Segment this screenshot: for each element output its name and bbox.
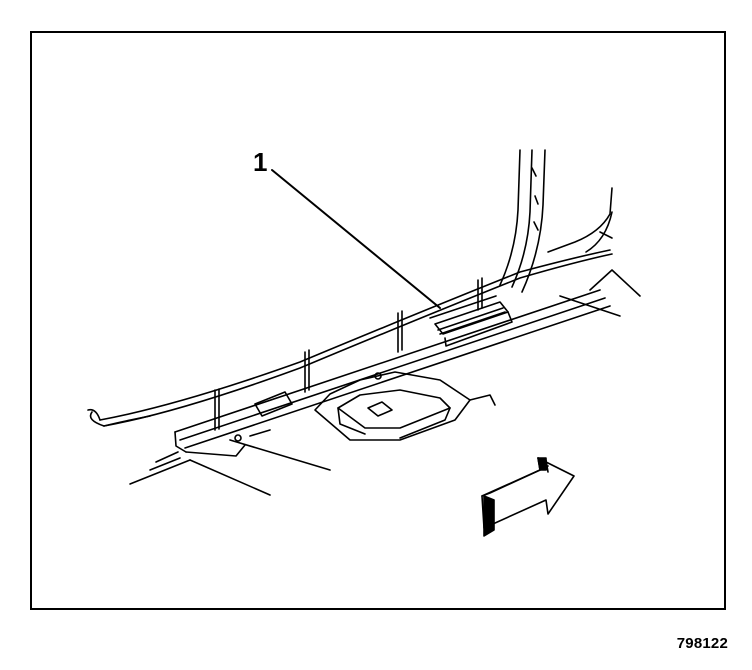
door-pillar (499, 149, 613, 293)
callout-1: 1 (253, 147, 441, 309)
figure-number: 798122 (676, 635, 728, 652)
floor-panel (314, 371, 496, 441)
front-arrow-icon (481, 457, 575, 537)
callout-1-label: 1 (253, 147, 267, 177)
illustration-frame (30, 31, 726, 610)
harness-connector (429, 295, 513, 347)
retainer-clips (214, 277, 483, 431)
rocker-lines (129, 372, 382, 496)
sill-rail (87, 249, 641, 453)
